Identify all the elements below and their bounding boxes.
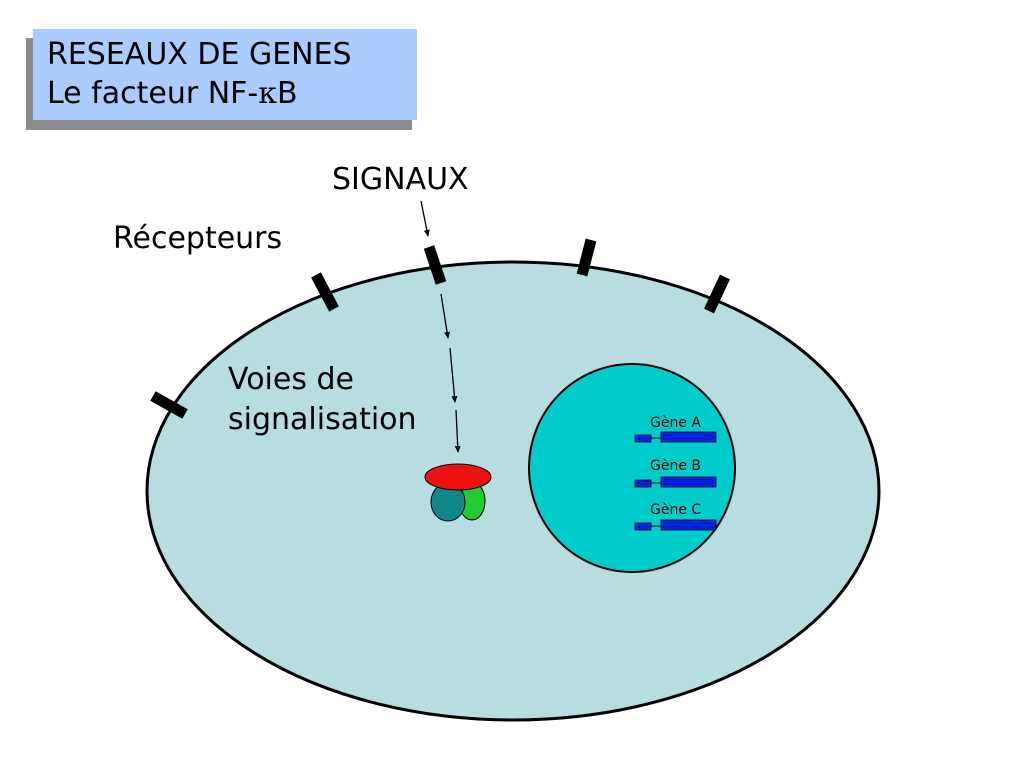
receptor-1 [150,391,188,419]
cell-membrane [145,260,881,722]
gene-coding-region [660,519,717,531]
receptor-4 [576,238,597,277]
nfkb-red-inhibitor [424,463,492,491]
voies-label-line1: Voies de [228,362,355,397]
title-line-1: RESEAUX DE GENES [47,37,352,72]
signal-arrow-4 [454,409,461,453]
nfkb-complex [424,463,492,522]
title-line-2-prefix: Le facteur NF- [47,76,259,111]
recepteurs-label: Récepteurs [113,221,283,256]
kappa-symbol: κ [258,76,277,111]
gene-promoter [634,434,652,443]
signal-arrow-3 [449,347,458,403]
title-line-2: Le facteur NF-κB [47,74,417,113]
signal-arrow-2 [440,293,451,339]
receptor-3 [423,245,447,285]
signal-arrows [420,200,461,453]
voies-label-line2: signalisation [228,402,417,437]
gene-coding-region [660,476,717,488]
gene-label: Gène C [650,502,701,518]
gene-coding-region [660,431,717,443]
signal-arrow-1 [420,200,430,237]
signaux-label: SIGNAUX [332,162,469,197]
gene-promoter [634,479,652,488]
slide-title: RESEAUX DE GENES Le facteur NF-κB [33,29,417,120]
gene-label: Gène B [650,458,701,474]
receptors [150,238,730,419]
gene-b: Gène B [634,458,717,488]
gene-c: Gène C [634,502,717,531]
genes: Gène A Gène B Gène C [634,415,717,531]
receptor-5 [704,274,730,314]
title-line-2-suffix: B [277,76,298,111]
gene-promoter [634,522,652,531]
nucleus [528,363,736,573]
receptor-2 [311,272,339,312]
gene-label: Gène A [650,415,701,431]
gene-a: Gène A [634,415,717,443]
